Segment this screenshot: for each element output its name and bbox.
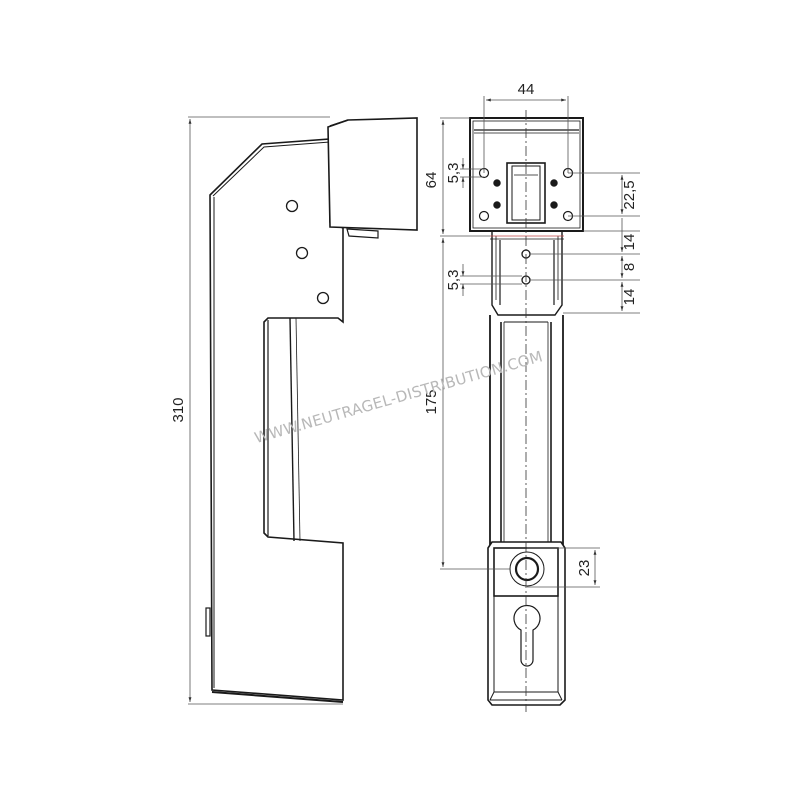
- mounting-hole-2: [295, 246, 309, 260]
- label-hole-dia-top: 5,3: [445, 163, 462, 184]
- label-lock-23: 23: [576, 560, 593, 577]
- label-spacing-8: 8: [621, 263, 638, 271]
- mounting-hole-1: [285, 199, 299, 213]
- label-310: 310: [170, 397, 187, 422]
- side-view: [205, 117, 418, 703]
- mounting-hole-3: [316, 291, 330, 305]
- label-gap-14-upper: 14: [621, 234, 638, 251]
- dimension-310: [188, 116, 343, 705]
- label-grip-length-175: 175: [423, 389, 440, 414]
- label-hole-dia-bracket: 5,3: [445, 270, 462, 291]
- label-head-height-64: 64: [423, 172, 440, 189]
- front-dimension-lines: [440, 96, 640, 588]
- label-gap-14-lower: 14: [621, 289, 638, 306]
- label-hole-spacing-22-5: 22,5: [621, 180, 638, 209]
- front-view: [469, 117, 584, 706]
- label-width-44: 44: [518, 81, 535, 98]
